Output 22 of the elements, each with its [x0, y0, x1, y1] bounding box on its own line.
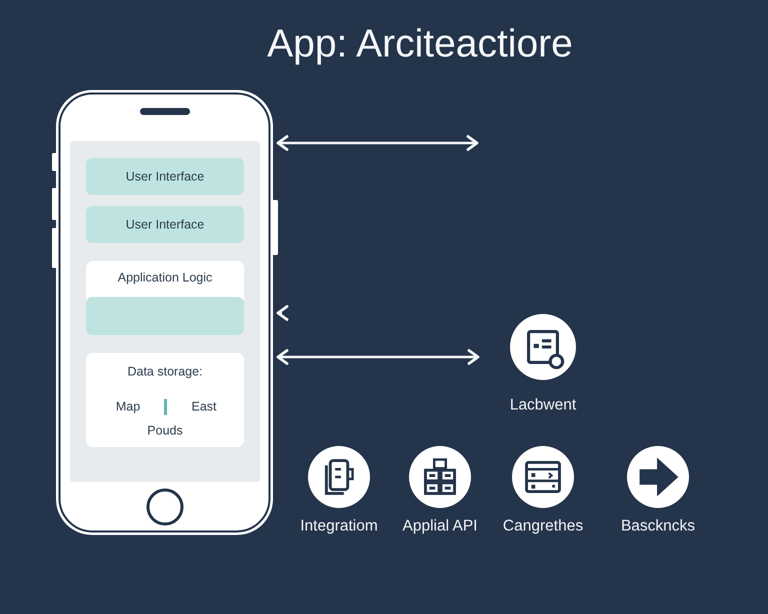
diagram-title: App: Arciteactiore [267, 22, 573, 68]
storage-item: Map [116, 400, 140, 414]
storage-panel [86, 353, 244, 447]
panel-heading: Application Logic [118, 270, 212, 285]
arrow [276, 305, 288, 321]
logic-layer-panel [86, 261, 244, 335]
interface-layer-panel [86, 206, 244, 243]
service-label: Lacbwent [510, 396, 576, 416]
double-headed-arrow [276, 349, 480, 365]
service-label: Cangrethes [502, 518, 584, 536]
service-label: Basckncks [620, 518, 696, 536]
interface-layer-panel [86, 158, 244, 195]
storage-item: East [192, 400, 216, 414]
service-label: Applial API [402, 518, 478, 536]
storage-item: Pouds [147, 424, 183, 438]
double-headed-arrow [276, 135, 478, 151]
layer-label: User Interface [126, 217, 204, 232]
empty-layer-panel [86, 297, 244, 335]
layer-label: User Interface [126, 169, 204, 184]
service-label: Integratiom [300, 518, 378, 536]
smartphone-illustration [52, 89, 278, 536]
panel-heading: Data storage: [127, 364, 203, 380]
